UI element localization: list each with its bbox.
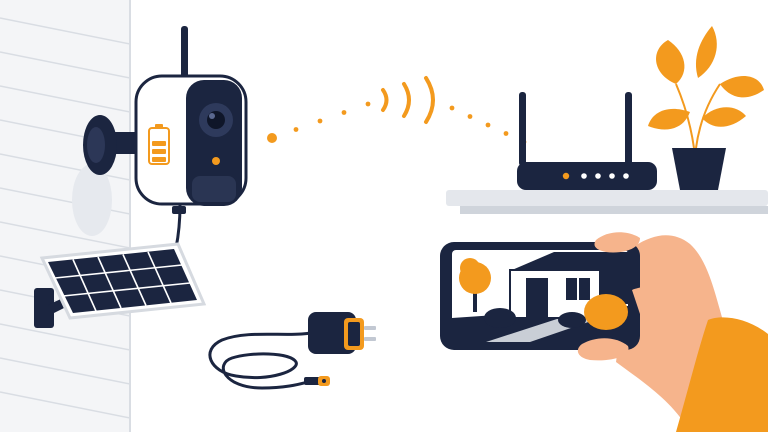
router-power-light-icon (562, 172, 570, 180)
signal-dot (485, 122, 491, 128)
plug-prong-top (364, 326, 376, 330)
shelf (446, 190, 768, 214)
potted-plant (648, 26, 764, 190)
signal-dot (267, 133, 277, 143)
signal-dot (317, 118, 323, 124)
house-wall (0, 0, 131, 432)
signal-dot (467, 114, 473, 119)
plant-leaf (656, 40, 685, 84)
solar-panel (34, 242, 207, 328)
battery-bar (152, 149, 166, 154)
hand-with-phone (440, 232, 768, 432)
finger (632, 287, 665, 314)
security-camera (134, 26, 248, 249)
signal-dot (503, 131, 509, 136)
camera-lens (207, 111, 225, 129)
finger (594, 232, 640, 253)
router-status-light-icon (581, 173, 587, 179)
house-door (526, 278, 548, 318)
router-antenna-right (625, 92, 632, 166)
router-body (517, 162, 657, 190)
signal-dot (293, 127, 299, 132)
wifi-router (517, 92, 657, 190)
sleeve (676, 317, 768, 432)
bush-icon (484, 308, 516, 328)
phone-live-feed (452, 252, 628, 342)
plug-prong-bottom (364, 337, 376, 341)
router-status-light-icon (595, 173, 601, 179)
router-status-light-icon (623, 173, 629, 179)
router-status-light-icon (609, 173, 615, 179)
wifi-signal (267, 76, 527, 145)
camera-mount (83, 115, 142, 175)
plant-leaf (702, 107, 746, 127)
bush-icon (584, 294, 628, 330)
power-adapter (208, 312, 376, 390)
camera-status-light-icon (212, 157, 220, 165)
plant-pot (672, 148, 726, 190)
thumb (577, 338, 629, 361)
power-cable (208, 328, 321, 390)
signal-dot (365, 101, 371, 107)
battery-bar (152, 157, 166, 162)
plant-leaf (720, 76, 764, 98)
plant-leaf (648, 108, 690, 130)
camera-antenna (181, 26, 188, 88)
signal-dot (449, 105, 455, 111)
battery-icon (148, 124, 170, 165)
router-antenna-left (519, 92, 526, 166)
plant-leaf (695, 26, 717, 78)
signal-dot (341, 110, 347, 115)
battery-bar (152, 141, 166, 146)
signal-arcs-icon (381, 76, 435, 124)
